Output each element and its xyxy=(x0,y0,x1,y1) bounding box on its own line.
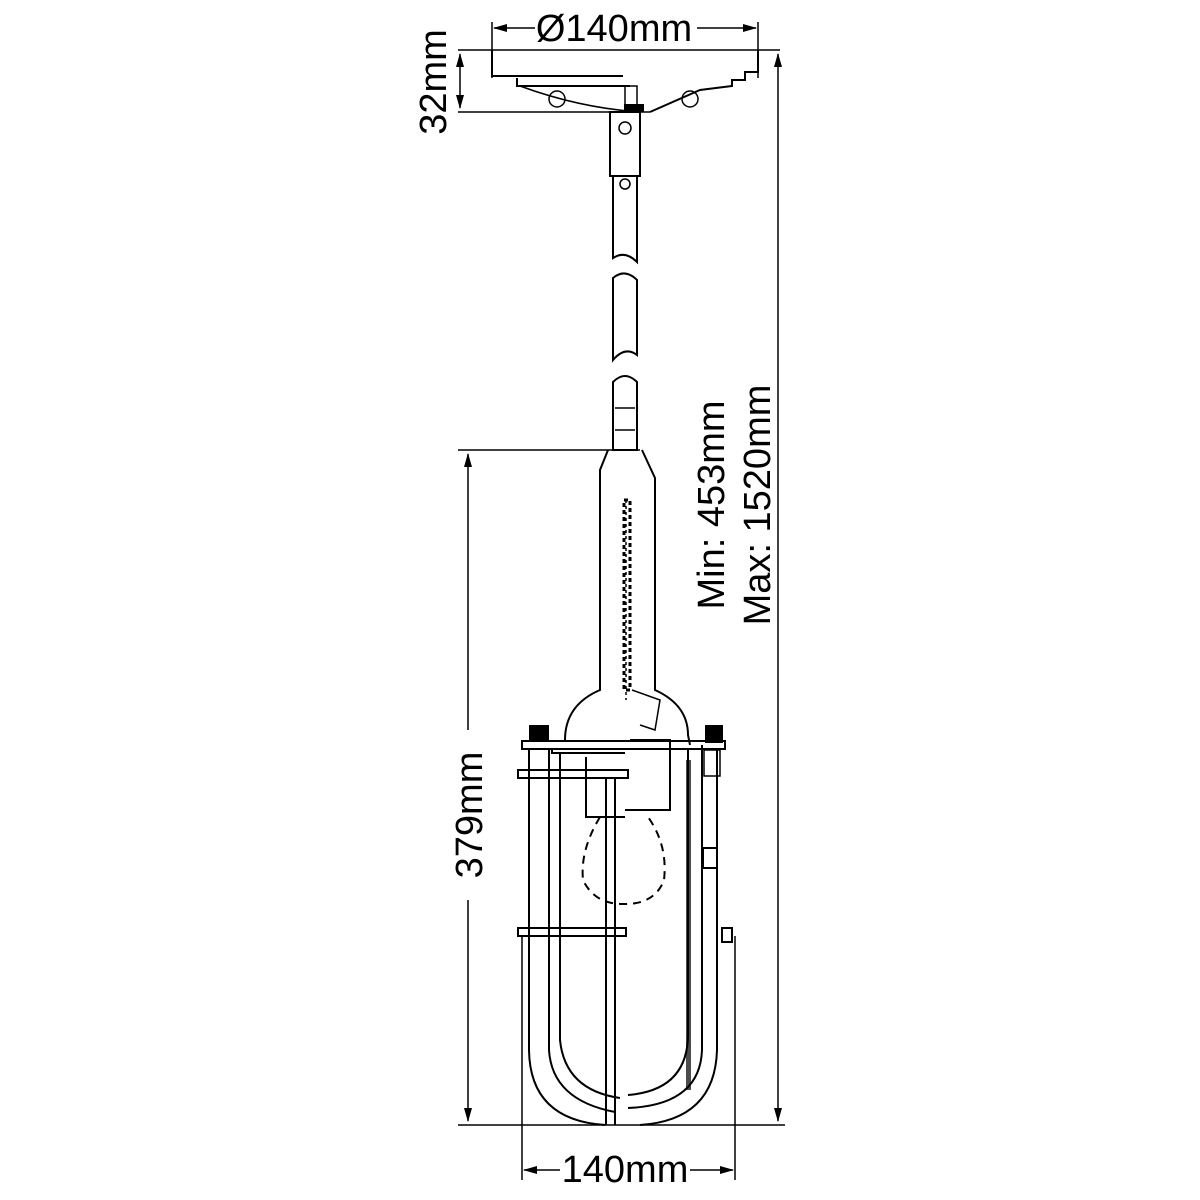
canopy xyxy=(491,50,759,113)
shade-height-label: 379mm xyxy=(449,752,491,879)
shade-height-dimension: 379mm xyxy=(448,453,491,1122)
lamp-holder-body xyxy=(564,449,691,811)
shade-width-label: 140mm xyxy=(562,1149,689,1191)
canopy-height-dimension: 32mm xyxy=(413,29,780,135)
shade-width-dimension: 140mm xyxy=(521,936,736,1191)
canopy-height-label: 32mm xyxy=(413,29,455,135)
max-height-label: Max: 1520mm xyxy=(737,385,779,626)
suspension-rod xyxy=(609,111,641,451)
canopy-diameter-label: Ø140mm xyxy=(536,8,692,50)
cage-shade xyxy=(517,725,733,1126)
canopy-diameter-dimension: Ø140mm xyxy=(491,8,759,78)
min-height-label: Min: 453mm xyxy=(691,400,733,609)
overall-height-dimension: Min: 453mm Max: 1520mm xyxy=(691,53,782,1122)
